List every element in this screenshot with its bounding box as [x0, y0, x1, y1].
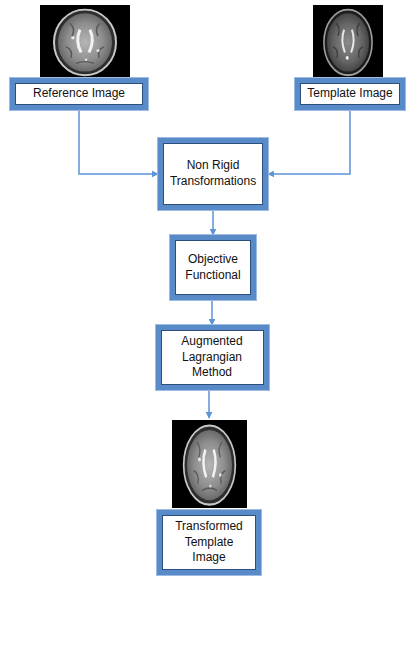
flow-arrow: [268, 110, 350, 174]
process-box: Reference Image: [10, 78, 148, 110]
process-box: Objective Functional: [170, 235, 256, 300]
process-box: Transformed Template Image: [157, 418, 261, 575]
process-box: Template Image: [295, 78, 405, 110]
box-border: Template Image: [295, 78, 405, 110]
box-label: Template Image: [307, 86, 392, 102]
brain-scan: [172, 420, 247, 508]
box-border: Augmented Lagrangian Method: [156, 325, 269, 390]
box-border: Non Rigid Transformations: [158, 138, 268, 210]
process-box: Augmented Lagrangian Method: [156, 325, 269, 390]
box-label: Augmented Lagrangian Method: [167, 334, 258, 381]
flow-arrow: [79, 110, 158, 174]
process-box: Non Rigid Transformations: [158, 138, 268, 210]
brain-scan: [313, 5, 383, 78]
box-label: Reference Image: [33, 86, 125, 102]
box-border: Reference Image: [10, 78, 148, 110]
flow-arrow: [212, 210, 214, 235]
box-label: Non Rigid Transformations: [169, 158, 257, 189]
box-label: Transformed Template Image: [168, 519, 250, 566]
box-border: Objective Functional: [170, 235, 256, 300]
box-border: Transformed Template Image: [157, 510, 261, 575]
brain-scan: [40, 5, 130, 78]
flow-arrow: [211, 300, 213, 325]
box-label: Objective Functional: [181, 252, 245, 283]
flow-arrow: [208, 390, 210, 418]
